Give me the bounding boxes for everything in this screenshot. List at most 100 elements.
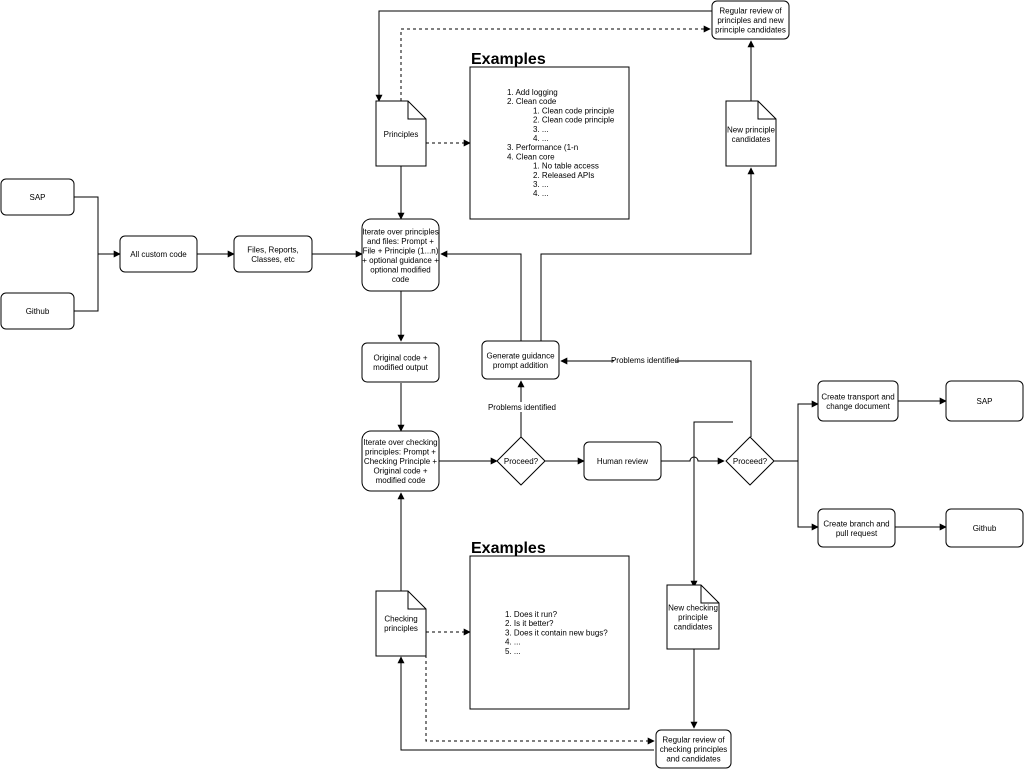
example-list-item: 1. Does it run?: [505, 610, 558, 619]
edge-label-problems-identified: Problems identified: [488, 403, 556, 412]
example-list-item: 2. Released APIs: [533, 171, 594, 180]
edge-sap-merge: [74, 196, 99, 254]
node-label-line: code: [392, 275, 410, 284]
node-label: SAP: [976, 397, 992, 406]
node-label: Proceed?: [504, 457, 539, 466]
node-label-line: principles: Prompt +: [365, 448, 436, 457]
node-label-line: principles and new: [717, 16, 783, 25]
node-original-code: Original code +modified output: [361, 342, 440, 383]
node-label-line: checking principles: [660, 745, 728, 754]
examples-bottom-title: Examples: [471, 540, 546, 557]
node-label-line: Regular review of: [662, 736, 725, 745]
node-label: Proceed?: [733, 457, 768, 466]
node-label-line: Original code +: [373, 467, 427, 476]
node-label-line: Proceed?: [733, 457, 768, 466]
example-list-item: 1. Clean code principle: [533, 106, 615, 115]
node-label-line: Original code +: [373, 353, 427, 362]
node-label: Original code +modified output: [373, 353, 428, 372]
edge-human-proceed2: [661, 456, 725, 465]
example-list-item: 4. Clean core: [507, 152, 555, 161]
example-list-item: 3. Does it contain new bugs?: [505, 628, 608, 637]
node-label-line: Create transport and: [821, 392, 894, 401]
node-label-line: New checking: [668, 604, 718, 613]
node-label: Principles: [384, 130, 419, 139]
node-files-reports: Files, Reports,Classes, etc: [233, 235, 313, 273]
node-github-source: Github: [0, 292, 75, 330]
example-list-item: 4. ...: [533, 134, 549, 143]
edge-review-checking: [397, 656, 654, 751]
node-label-line: All custom code: [130, 250, 187, 259]
edge-proceed2-guidance: [560, 357, 752, 437]
edge-guidance-iterate: [440, 250, 522, 341]
node-sap-source: SAP: [0, 178, 75, 216]
node-label-line: Github: [973, 524, 997, 533]
node-label-line: SAP: [976, 397, 992, 406]
edge-label-problems-up: Problems identified: [488, 402, 556, 412]
example-list-item: 1. No table access: [533, 162, 599, 171]
example-list-item: 2. Clean code principle: [533, 116, 615, 125]
node-label-line: SAP: [29, 193, 45, 202]
example-list-item: 5. ...: [505, 647, 521, 656]
edge-review-principles: [375, 10, 712, 102]
node-label-line: change document: [826, 402, 890, 411]
node-label: Github: [973, 524, 997, 533]
edge-label-problems-identified: Problems identified: [611, 356, 679, 365]
edge-principles-review: [400, 25, 711, 101]
node-proceed-2: Proceed?: [725, 436, 775, 486]
example-list-item: 4. ...: [505, 638, 521, 647]
node-github-target: Github: [945, 508, 1024, 548]
node-label-line: Iterate over principles: [362, 227, 438, 236]
node-all-custom-code: All custom code: [119, 235, 198, 273]
node-label-line: Checking: [384, 614, 417, 623]
node-label: Human review: [597, 457, 648, 466]
node-label-line: Human review: [597, 457, 648, 466]
node-label-line: + optional guidance +: [362, 256, 439, 265]
node-label: SAP: [29, 193, 45, 202]
node-label-line: principle candidates: [715, 26, 786, 35]
node-label-line: modified output: [373, 363, 428, 372]
examples-bottom-panel: Examples 1. Does it run?2. Is it better?…: [469, 540, 630, 710]
example-list-item: 2. Is it better?: [505, 619, 554, 628]
edge-label-problems-left: Problems identified: [611, 355, 679, 365]
example-list-item: 3. ...: [533, 180, 549, 189]
node-label-line: principles: [384, 624, 418, 633]
edge-proceed2-transport: [774, 400, 819, 462]
node-label: Github: [26, 307, 50, 316]
edge-checking-review: [425, 655, 655, 745]
node-label-line: prompt addition: [493, 361, 548, 370]
connectors: [74, 10, 947, 751]
examples-top-title: Examples: [471, 51, 546, 68]
examples-bottom-list: 1. Does it run?2. Is it better?3. Does i…: [505, 610, 608, 656]
node-proceed-1: Proceed?: [496, 436, 546, 486]
node-label-line: candidates: [732, 135, 771, 144]
node-label-line: Github: [26, 307, 50, 316]
edge-github-merge: [74, 254, 99, 312]
example-list-item: 3. ...: [533, 125, 549, 134]
example-list-item: 2. Clean code: [507, 97, 557, 106]
node-label-line: candidates: [674, 623, 713, 632]
node-label-line: Checking Principle +: [364, 457, 437, 466]
edge-proceed2-checking-candidates: [690, 421, 733, 588]
example-list-item: 4. ...: [533, 189, 549, 198]
node-label-line: Iterate over checking: [363, 438, 437, 447]
node-label-line: File + Principle (1...n): [363, 246, 439, 255]
